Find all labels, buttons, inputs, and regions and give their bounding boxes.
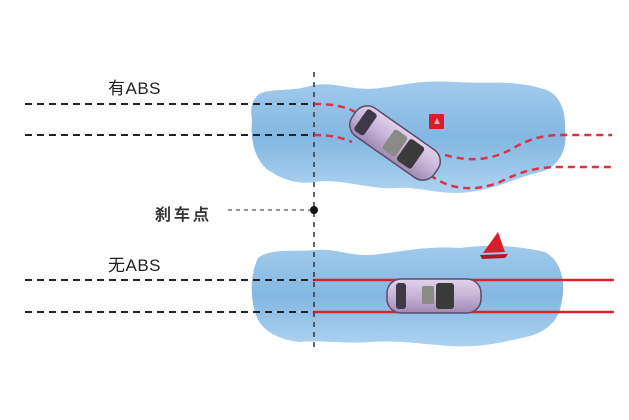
car-skidding <box>349 105 441 181</box>
warning-sign-top <box>429 114 444 129</box>
label-braking-point: 刹车点 <box>155 207 213 224</box>
braking-point-dot <box>310 206 318 214</box>
label-without-abs: 无ABS <box>108 256 162 275</box>
label-with-abs: 有ABS <box>108 79 162 98</box>
warning-cone-bottom <box>480 232 508 259</box>
car-straight <box>386 278 482 314</box>
skid-tracks-top <box>313 102 612 190</box>
guide-lines-top <box>25 103 314 136</box>
guide-lines-bottom <box>25 279 314 313</box>
